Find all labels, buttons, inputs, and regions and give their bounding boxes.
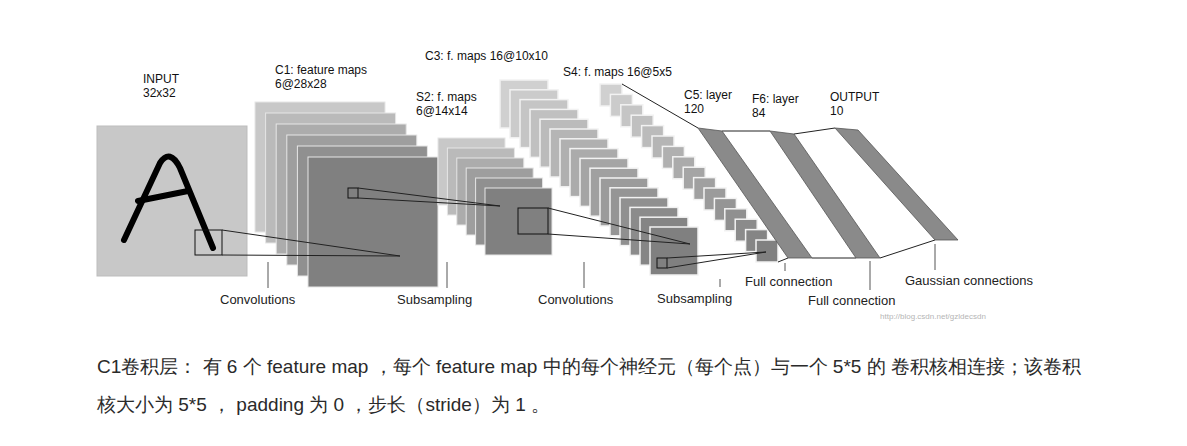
pool-layer: S2: f. maps 6@14x14	[438, 138, 552, 255]
output-layer: OUTPUT 10	[835, 128, 958, 240]
layer-label: OUTPUT 10	[830, 90, 885, 118]
feature-map-stack	[500, 80, 698, 275]
layer-band	[835, 128, 958, 240]
conv-layer: C3: f. maps 16@10x10	[500, 80, 698, 275]
caption-text: C1卷积层： 有 6 个 feature map ，每个 feature map…	[97, 348, 1097, 424]
layer-connection	[358, 198, 500, 206]
handwritten-letter	[124, 157, 213, 248]
layer-connection	[548, 234, 690, 244]
input-layer: INPUT 32x32	[97, 126, 247, 276]
layer-label: F6: layer 84	[752, 92, 810, 120]
watermark: http://blog.csdn.net/gzldecsdn	[880, 312, 986, 322]
layer-connection	[722, 131, 770, 132]
operation-label: Convolutions	[538, 292, 613, 308]
operation-label: Gaussian connections	[905, 273, 1033, 289]
layer-label: S2: f. maps 6@14x14	[416, 90, 491, 118]
layer-label: S4: f. maps 16@5x5	[563, 65, 672, 79]
layer-connection	[222, 255, 400, 256]
operation-label: Subsampling	[657, 291, 732, 307]
layer-connection	[667, 252, 766, 268]
layer-connection	[794, 128, 835, 134]
operation-label: Subsampling	[397, 292, 472, 308]
layer-label: C5: layer 120	[684, 88, 744, 116]
layer-band	[835, 128, 958, 240]
layer-label: C1: feature maps 6@28x28	[275, 63, 385, 91]
layer-label: C3: f. maps 16@10x10	[425, 49, 548, 63]
operation-label: Full connection	[808, 293, 895, 309]
conv-layer: C1: feature maps 6@28x28	[255, 102, 438, 287]
leader-tick	[268, 244, 935, 290]
receptive-field	[195, 188, 667, 268]
operation-label: Convolutions	[220, 292, 295, 308]
layer-label: INPUT 32x32	[143, 72, 193, 100]
operation-label: Full connection	[745, 274, 832, 290]
input-image	[97, 126, 247, 276]
